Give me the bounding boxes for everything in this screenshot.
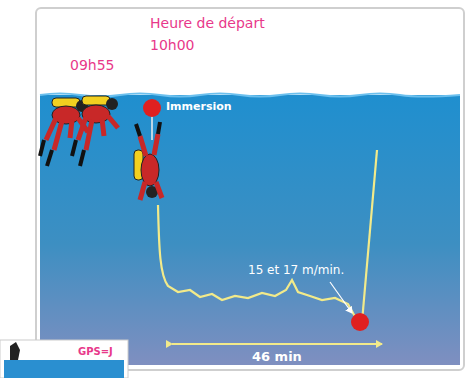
inset-water (4, 360, 124, 378)
immersion-label: Immersion (166, 101, 232, 113)
diver (72, 96, 118, 166)
time-label: 10h00 (150, 38, 195, 53)
water (40, 95, 460, 365)
ascent-dot (351, 313, 369, 331)
leader-line (330, 282, 352, 313)
duration-label: 46 min (252, 350, 302, 364)
panel (36, 8, 464, 370)
diver (134, 122, 162, 200)
ascent-line (362, 150, 377, 322)
immersion-dot (143, 99, 161, 117)
time-label: 09h55 (70, 58, 115, 73)
gps-label: GPS=J (78, 346, 113, 357)
start-label: Heure de départ (150, 16, 265, 31)
dive-profile (158, 205, 358, 322)
duration-arrow (172, 343, 382, 345)
inset-panel (0, 340, 128, 378)
inset-icon (10, 342, 20, 360)
speed-label: 15 et 17 m/min. (248, 264, 344, 277)
